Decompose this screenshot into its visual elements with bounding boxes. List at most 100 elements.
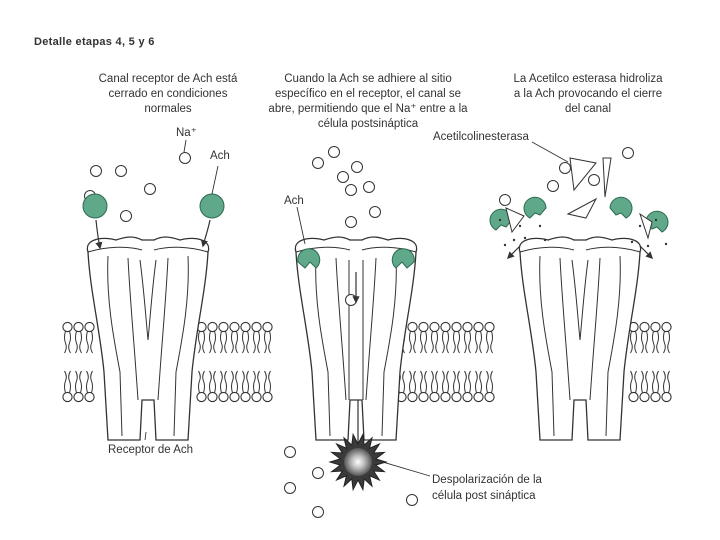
caption-line: abre, permitiendo que el Na⁺ entre a la [268, 103, 468, 115]
lipid-head [418, 321, 429, 333]
sodium-ion [284, 446, 296, 458]
lipid-tail [246, 370, 249, 394]
lipid-tail [86, 370, 89, 394]
diagram-title: Detalle etapas 4, 5 y 6 [34, 36, 155, 48]
lipid-tail [479, 330, 482, 354]
caption-line: específico en el receptor, el canal se [274, 88, 462, 100]
sodium-ion [345, 294, 357, 306]
lipid-tail [257, 330, 260, 354]
lipid-tail [435, 370, 438, 394]
acetylcholinesterase [639, 212, 653, 240]
lipid-head [218, 391, 229, 403]
sodium-ion [120, 210, 132, 222]
acetylcholine-bound [391, 248, 415, 269]
ach-leader [211, 165, 219, 195]
product-dot [543, 238, 547, 242]
sodium-ion [559, 162, 571, 174]
ach-receptor [294, 236, 418, 441]
acetylcholine-hydrolyzed [609, 196, 633, 219]
lipid-head [262, 321, 273, 333]
lipid-tail [645, 370, 648, 394]
lipid-tail [235, 370, 238, 394]
product-dot [503, 243, 507, 247]
product-dot [654, 218, 658, 222]
details [95, 139, 668, 492]
lipid-head [451, 321, 462, 333]
caption-line: célula postsináptica [317, 118, 419, 130]
lipid-head [473, 391, 484, 403]
lipid-head [628, 391, 639, 403]
acetylcholine [82, 193, 108, 219]
receptor-subunit [315, 255, 331, 437]
lipid-tail [634, 370, 637, 394]
lipid-tail [475, 370, 478, 394]
depolarization-line: célula post sináptica [432, 490, 536, 502]
product-dot [518, 224, 522, 228]
lipid-tail [90, 370, 93, 394]
lipid-head [661, 391, 672, 403]
lipid-tail [431, 370, 434, 394]
caption-line: Cuando la Ach se adhiere al sitio [284, 73, 452, 85]
sodium-ion [144, 183, 156, 195]
ach-receptor [518, 236, 642, 441]
lipid-head [218, 321, 229, 333]
lipid-head [196, 391, 207, 403]
release-arrow [639, 245, 654, 260]
lipid-head [407, 391, 418, 403]
lipid-tail [652, 370, 655, 394]
lipid-tail [424, 330, 427, 354]
product-dot [538, 224, 542, 228]
receptors [86, 236, 642, 441]
lipid-head [661, 321, 672, 333]
lipid-tail [235, 330, 238, 354]
lipid-tail [79, 370, 82, 394]
ach-bound-leader [296, 206, 306, 245]
sodium-ion [179, 152, 191, 164]
lipid-head [240, 321, 251, 333]
lipid-head [429, 321, 440, 333]
acetylcholine-bound [297, 248, 321, 269]
lipid-tail [442, 370, 445, 394]
enzyme-label: Acetilcolinesterasa [433, 131, 529, 143]
lipid-tail [413, 330, 416, 354]
lipid-head [639, 391, 650, 403]
sodium-ion [363, 181, 375, 193]
sodium-ion [312, 467, 324, 479]
lipid-head [650, 321, 661, 333]
acetylcholinesterase [602, 157, 612, 198]
receptor-subunit [559, 257, 571, 401]
lipid-tail [656, 330, 659, 354]
lipid-tail [641, 370, 644, 394]
acetylcholinesterase [566, 197, 598, 219]
sodium-ion [547, 180, 559, 192]
caption-line: Canal receptor de Ach está [98, 73, 238, 85]
lipid-tail [68, 370, 71, 394]
acetylcholine [199, 193, 225, 219]
lipid-tail [641, 330, 644, 354]
sodium-ion [90, 165, 102, 177]
ach-label-bound: Ach [284, 195, 304, 207]
lipid-tail [231, 370, 234, 394]
sodium-ion [345, 184, 357, 196]
lipid-head [473, 321, 484, 333]
product-dot [664, 242, 668, 246]
caption-line: normales [144, 103, 192, 115]
lipid-tail [242, 370, 245, 394]
lipid-head [650, 391, 661, 403]
lipid-head [207, 391, 218, 403]
receptor-subunit [157, 257, 169, 401]
sodium-ion [312, 157, 324, 169]
lipid-head [251, 391, 262, 403]
receptor-subunit [605, 255, 621, 437]
ach-label: Ach [210, 150, 230, 162]
lipid-tail [431, 330, 434, 354]
lipid-tail [468, 330, 471, 354]
panel1-caption: Canal receptor de Ach está cerrado en co… [63, 72, 273, 117]
sodium-ion [406, 494, 418, 506]
sodium-ion [499, 194, 511, 206]
receptor-label: Receptor de Ach [108, 444, 194, 456]
receptor-subunit [381, 255, 397, 437]
receptor-subunit [107, 255, 123, 437]
receptor-rim [519, 246, 641, 253]
lipid-tail [457, 370, 460, 394]
